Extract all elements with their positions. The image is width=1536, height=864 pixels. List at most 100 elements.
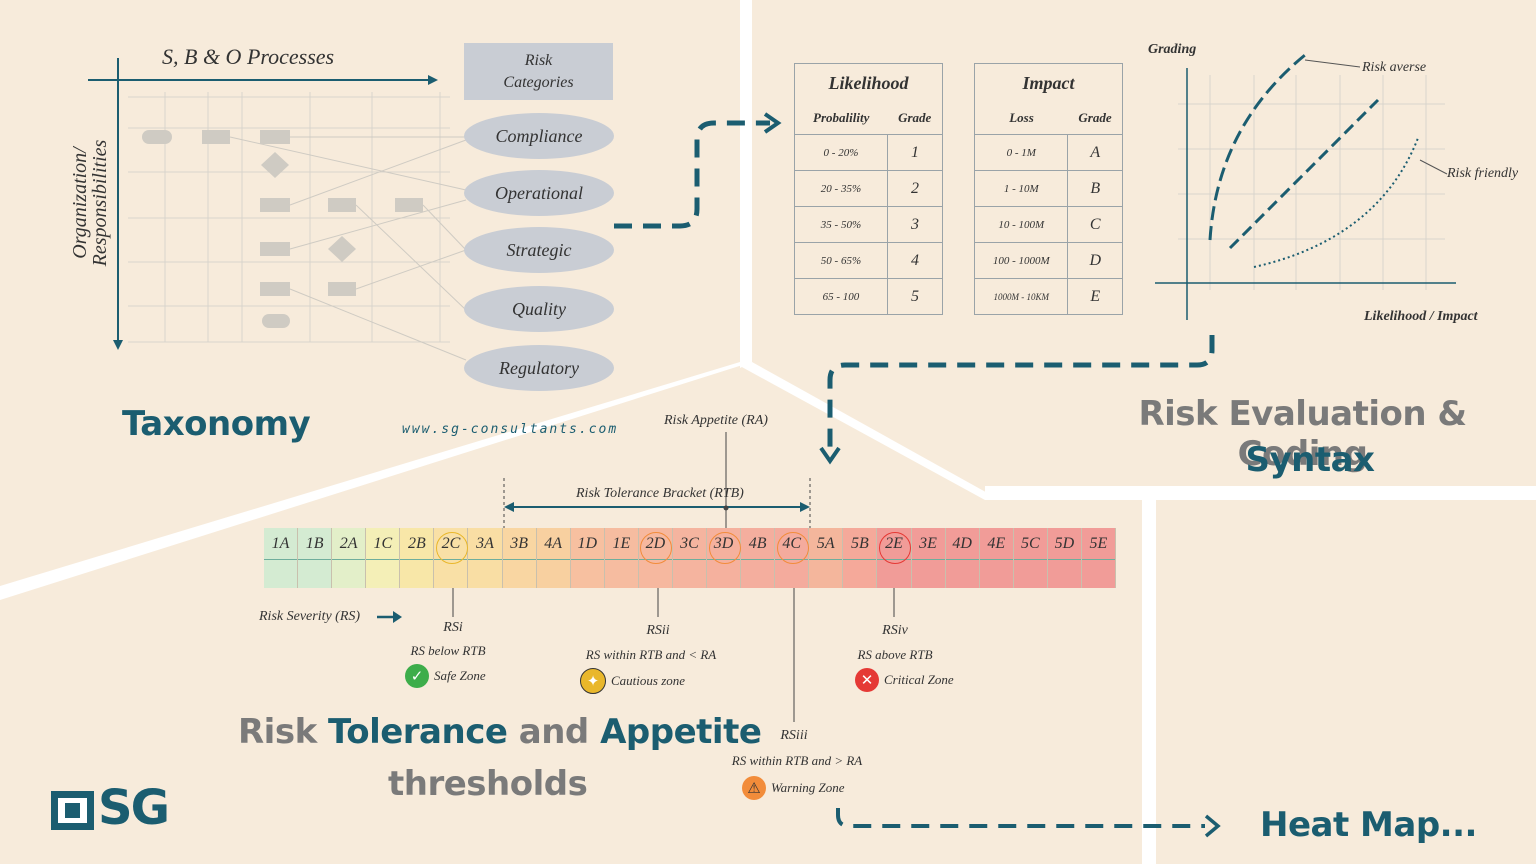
category-compliance: Compliance xyxy=(464,113,614,159)
impact-grade-5: E xyxy=(1067,278,1123,315)
category-regulatory: Regulatory xyxy=(464,345,614,391)
impact-col-grade: Grade xyxy=(1067,102,1123,135)
severity-cell-label: 4B xyxy=(748,535,767,552)
severity-cell-divider xyxy=(1047,559,1081,560)
tolerance-heading-appetite: Appetite xyxy=(600,712,762,752)
separator-vertical-top xyxy=(740,0,752,368)
severity-cell-divider xyxy=(1013,559,1047,560)
severity-cell-1b: 1B xyxy=(298,528,333,588)
severity-cell-label: 4A xyxy=(544,535,563,552)
severity-cell-3c: 3C xyxy=(672,528,708,588)
severity-cell-3a: 3A xyxy=(468,528,503,588)
process-grid xyxy=(128,92,450,343)
rsiii-desc: RS within RTB and > RA xyxy=(731,753,863,768)
severity-highlight-ring xyxy=(776,532,809,564)
severity-cell-4e: 4E xyxy=(979,528,1014,588)
rsi-zone: ✓ Safe Zone xyxy=(405,664,486,688)
check-icon: ✓ xyxy=(405,664,429,688)
severity-cell-label: 3C xyxy=(680,535,699,552)
severity-cell-3d: 3D xyxy=(707,528,742,588)
rsii-code: RSii xyxy=(646,623,670,638)
risk-categories-header-line2: Categories xyxy=(503,73,574,91)
rsiv-zone-label: Critical Zone xyxy=(884,672,954,687)
likelihood-prob-1: 0 - 20% xyxy=(794,134,888,171)
process-axis-label: S, B & O Processes xyxy=(162,44,335,69)
severity-cell-1a: 1A xyxy=(264,528,299,588)
severity-cell-divider xyxy=(400,559,434,560)
severity-cell-2d: 2D xyxy=(638,528,673,588)
tolerance-heading: Risk Tolerance and Appetite xyxy=(238,712,762,752)
severity-cell-label: 1D xyxy=(577,535,598,552)
impact-grade-3: C xyxy=(1067,206,1123,243)
severity-cell-divider xyxy=(604,559,638,560)
impact-grade-1: A xyxy=(1067,134,1123,171)
tolerance-heading-risk: Risk xyxy=(238,712,317,752)
rsi-code: RSi xyxy=(443,620,463,635)
severity-cell-divider xyxy=(1081,559,1115,560)
rsiii-zone-label: Warning Zone xyxy=(771,780,845,795)
likelihood-prob-2: 20 - 35% xyxy=(794,170,888,207)
tolerance-bracket-label: Risk Tolerance Bracket (RTB) xyxy=(576,486,744,501)
tolerance-heading-and: and xyxy=(518,712,590,752)
severity-cell-5b: 5B xyxy=(843,528,878,588)
impact-title: Impact xyxy=(974,63,1123,102)
severity-cell-5c: 5C xyxy=(1013,528,1048,588)
likelihood-prob-3: 35 - 50% xyxy=(794,206,888,243)
severity-cell-divider xyxy=(945,559,979,560)
severity-cell-label: 5A xyxy=(816,535,835,552)
severity-cell-4b: 4B xyxy=(741,528,776,588)
risk-categories-header-line1: Risk xyxy=(524,51,553,69)
severity-cell-divider xyxy=(332,559,366,560)
severity-highlight-ring xyxy=(640,532,673,564)
risk-appetite-label: Risk Appetite (RA) xyxy=(664,413,768,428)
separator-vertical-bottom xyxy=(1142,500,1156,864)
evaluation-heading-line2: Syntax xyxy=(1245,440,1375,480)
severity-cell-1e: 1E xyxy=(604,528,639,588)
severity-cell-divider xyxy=(468,559,502,560)
severity-cell-4c: 4C xyxy=(775,528,810,588)
severity-cell-divider xyxy=(536,559,570,560)
impact-loss-2: 1 - 10M xyxy=(973,170,1069,207)
severity-cell-4a: 4A xyxy=(536,528,571,588)
rsii-desc: RS within RTB and < RA xyxy=(585,647,717,662)
impact-grade-2: B xyxy=(1067,170,1123,207)
separator-diagonal-right xyxy=(740,362,1000,500)
severity-cell-divider xyxy=(502,559,536,560)
severity-cell-label: 5B xyxy=(851,535,869,552)
impact-loss-1: 0 - 1M xyxy=(973,134,1069,171)
likelihood-title: Likelihood xyxy=(794,63,943,102)
likelihood-grade-2: 2 xyxy=(886,170,944,207)
severity-cell-divider xyxy=(264,559,298,560)
severity-cell-divider xyxy=(298,559,332,560)
rsii-zone: ✦ Cautious zone xyxy=(580,668,685,694)
heat-map-link[interactable]: Heat Map... xyxy=(1260,805,1477,845)
rsii-zone-label: Cautious zone xyxy=(611,673,686,688)
severity-cell-divider xyxy=(741,559,775,560)
severity-cell-2a: 2A xyxy=(332,528,367,588)
likelihood-grade-4: 4 xyxy=(886,242,944,279)
likelihood-grade-3: 3 xyxy=(886,206,944,243)
severity-cell-label: 3A xyxy=(476,535,494,552)
severity-cell-divider xyxy=(366,559,400,560)
graph-y-label: Grading xyxy=(1148,42,1197,57)
rsiv-zone: ✕ Critical Zone xyxy=(855,668,954,692)
severity-cell-label: 4D xyxy=(952,535,972,552)
graph-x-label: Likelihood / Impact xyxy=(1364,309,1478,324)
rsiv-code: RSiv xyxy=(882,623,908,638)
severity-cell-5e: 5E xyxy=(1081,528,1116,588)
website-link[interactable]: www.sg-consultants.com xyxy=(402,422,619,437)
severity-cell-2b: 2B xyxy=(400,528,435,588)
severity-cell-5d: 5D xyxy=(1047,528,1082,588)
severity-cell-label: 3B xyxy=(510,535,528,552)
likelihood-prob-4: 50 - 65% xyxy=(794,242,888,279)
severity-cell-5a: 5A xyxy=(809,528,844,588)
severity-cell-3e: 3E xyxy=(911,528,946,588)
severity-cell-divider xyxy=(979,559,1013,560)
risk-friendly-label: Risk friendly xyxy=(1447,166,1519,181)
severity-cell-2e: 2E xyxy=(877,528,912,588)
severity-cell-label: 1E xyxy=(612,535,631,552)
